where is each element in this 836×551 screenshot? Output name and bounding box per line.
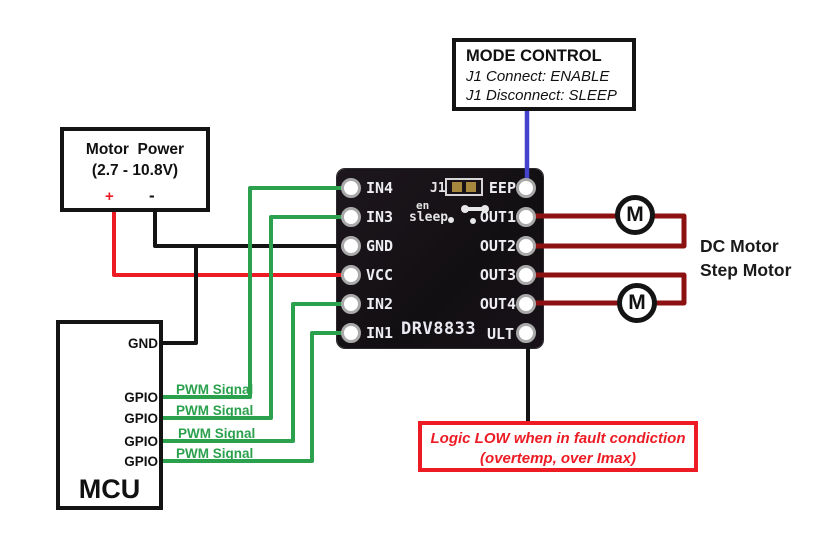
minus-terminal: - xyxy=(149,186,155,205)
mcu-pin-gnd: GND xyxy=(128,336,158,351)
plus-terminal: + xyxy=(105,188,114,205)
pad-in4 xyxy=(341,178,361,198)
pin-label-in2: IN2 xyxy=(366,295,394,313)
pin-label-out2: OUT2 xyxy=(479,237,516,255)
pad-out4 xyxy=(516,294,536,314)
pin-label-out1: OUT1 xyxy=(479,208,516,226)
pwm-wire-in4 xyxy=(163,186,356,399)
pad-eep xyxy=(516,178,536,198)
motor-power-title: Motor Power xyxy=(85,141,185,158)
pwm-signal-label-1: PWM Signal xyxy=(176,382,254,397)
mode-control-title: MODE CONTROL xyxy=(466,47,602,65)
pad-gnd xyxy=(341,236,361,256)
pin-label-in4: IN4 xyxy=(366,179,394,197)
motor-power-range: (2.7 - 10.8V) xyxy=(91,162,179,179)
motor-power-box: Motor Power (2.7 - 10.8V) xyxy=(60,127,210,212)
mcu-title: MCU xyxy=(78,474,141,504)
pad-in1 xyxy=(341,323,361,343)
fault-note-box: Logic LOW when in fault condiction (over… xyxy=(418,421,698,472)
mcu-box xyxy=(56,320,163,510)
mcu-pin-gpio1: GPIO xyxy=(124,390,158,405)
pad-vcc xyxy=(341,265,361,285)
motors-caption-dc: DC Motor xyxy=(700,236,779,256)
pin-label-in3: IN3 xyxy=(366,208,394,226)
pwm-signal-label-2: PWM Signal xyxy=(176,403,254,418)
pin-label-ult: ULT xyxy=(487,325,515,343)
fault-note-line-2: (overtemp, over Imax) xyxy=(480,450,636,468)
chip-name-label: DRV8833 xyxy=(401,319,477,339)
motors-caption-step: Step Motor xyxy=(700,260,792,280)
pwm-wire-in3 xyxy=(163,215,356,420)
fault-note-line-1: Logic LOW when in fault condiction xyxy=(430,430,686,447)
pwm-wire-in2 xyxy=(163,302,356,443)
mcu-pin-gpio2: GPIO xyxy=(124,411,158,426)
pwm-wire-in1 xyxy=(163,331,356,463)
jumper-trace-icon xyxy=(461,205,489,213)
pin-label-out4: OUT4 xyxy=(479,295,516,313)
drv8833-module xyxy=(337,169,543,348)
silkscreen-dot xyxy=(470,218,476,224)
pin-label-gnd: GND xyxy=(366,237,394,255)
vcc-wire xyxy=(112,211,356,277)
pin-label-out3: OUT3 xyxy=(479,266,516,284)
pad-out1 xyxy=(516,207,536,227)
pad-in2 xyxy=(341,294,361,314)
motor1-wire xyxy=(530,213,687,249)
ground-wire xyxy=(153,211,356,248)
pwm-signal-label-3: PWM Signal xyxy=(178,426,256,441)
pin-label-vcc: VCC xyxy=(366,266,394,284)
pad-out3 xyxy=(516,265,536,285)
pin-label-in1: IN1 xyxy=(366,324,394,342)
pin-label-eep: EEP xyxy=(488,179,516,197)
pad-out2 xyxy=(516,236,536,256)
pwm-signal-label-4: PWM Signal xyxy=(176,446,254,461)
mode-control-box: MODE CONTROL J1 Connect: ENABLE J1 Disco… xyxy=(452,38,636,111)
jumper-j1-label: J1 xyxy=(430,181,446,196)
pad-ult xyxy=(516,323,536,343)
jumper-j1-pads-icon xyxy=(445,178,483,196)
mcu-pin-gpio4: GPIO xyxy=(124,454,158,469)
motor2-wire xyxy=(530,272,687,306)
silkscreen-dot xyxy=(448,217,454,223)
mcu-pin-gpio3: GPIO xyxy=(124,434,158,449)
mode-control-line-enable: J1 Connect: ENABLE xyxy=(466,67,610,85)
silkscreen-sleep-label: sleep xyxy=(409,210,449,225)
pad-in3 xyxy=(341,207,361,227)
motor2-symbol: M xyxy=(617,283,657,323)
mcu-ground-wire xyxy=(163,246,198,345)
mode-control-line-sleep: J1 Disconnect: SLEEP xyxy=(466,87,617,105)
silkscreen-en-label: en xyxy=(416,199,430,212)
motor1-symbol: M xyxy=(615,195,655,235)
